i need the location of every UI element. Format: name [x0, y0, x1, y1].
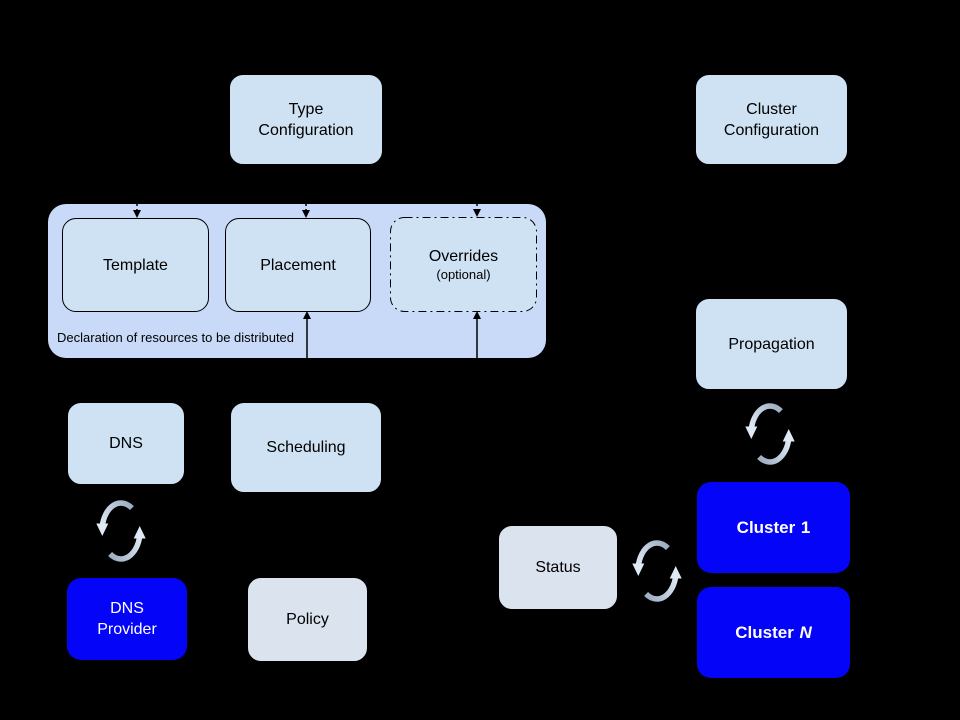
node-type-configuration: Type Configuration: [229, 74, 383, 165]
sync-icon: [632, 543, 681, 599]
node-label: Status: [535, 559, 581, 576]
node-label: Provider: [97, 621, 157, 638]
node-label: Scheduling: [266, 439, 346, 456]
dash-dot-border: [390, 217, 537, 312]
node-label: Configuration: [258, 121, 354, 139]
node-scheduling: Scheduling: [230, 402, 382, 493]
node-overrides: Overrides (optional): [390, 217, 537, 312]
node-label: Template: [103, 256, 168, 274]
node-cluster-configuration: Cluster Configuration: [695, 74, 848, 165]
group-caption: Declaration of resources to be distribut…: [57, 330, 295, 345]
node-label: Type: [288, 100, 324, 118]
node-label: Cluster: [746, 100, 797, 118]
sync-icon: [96, 503, 145, 559]
node-label: DNS: [109, 435, 143, 452]
cluster-label-prefix: Cluster: [735, 623, 794, 642]
node-label: DNS: [110, 600, 144, 617]
node-placement: Placement: [225, 218, 371, 312]
node-status: Status: [498, 525, 618, 610]
cluster-label-suffix: 1: [800, 518, 811, 537]
node-label: Overrides: [428, 248, 499, 265]
node-policy: Policy: [247, 577, 368, 662]
node-label: Placement: [260, 256, 336, 274]
node-dns: DNS: [67, 402, 185, 485]
cluster-label-suffix: N: [799, 623, 812, 642]
node-propagation: Propagation: [695, 298, 848, 390]
node-cluster-n: Cluster N: [697, 587, 850, 678]
node-template: Template: [62, 218, 209, 312]
node-dns-provider: DNS Provider: [67, 578, 187, 660]
node-label: Propagation: [728, 335, 815, 353]
node-label: Configuration: [723, 121, 820, 139]
node-sublabel: (optional): [436, 267, 491, 282]
cluster-label-prefix: Cluster: [736, 518, 796, 537]
sync-icon: [745, 406, 794, 462]
node-label: Cluster N: [735, 622, 811, 643]
node-label: Policy: [286, 611, 329, 628]
